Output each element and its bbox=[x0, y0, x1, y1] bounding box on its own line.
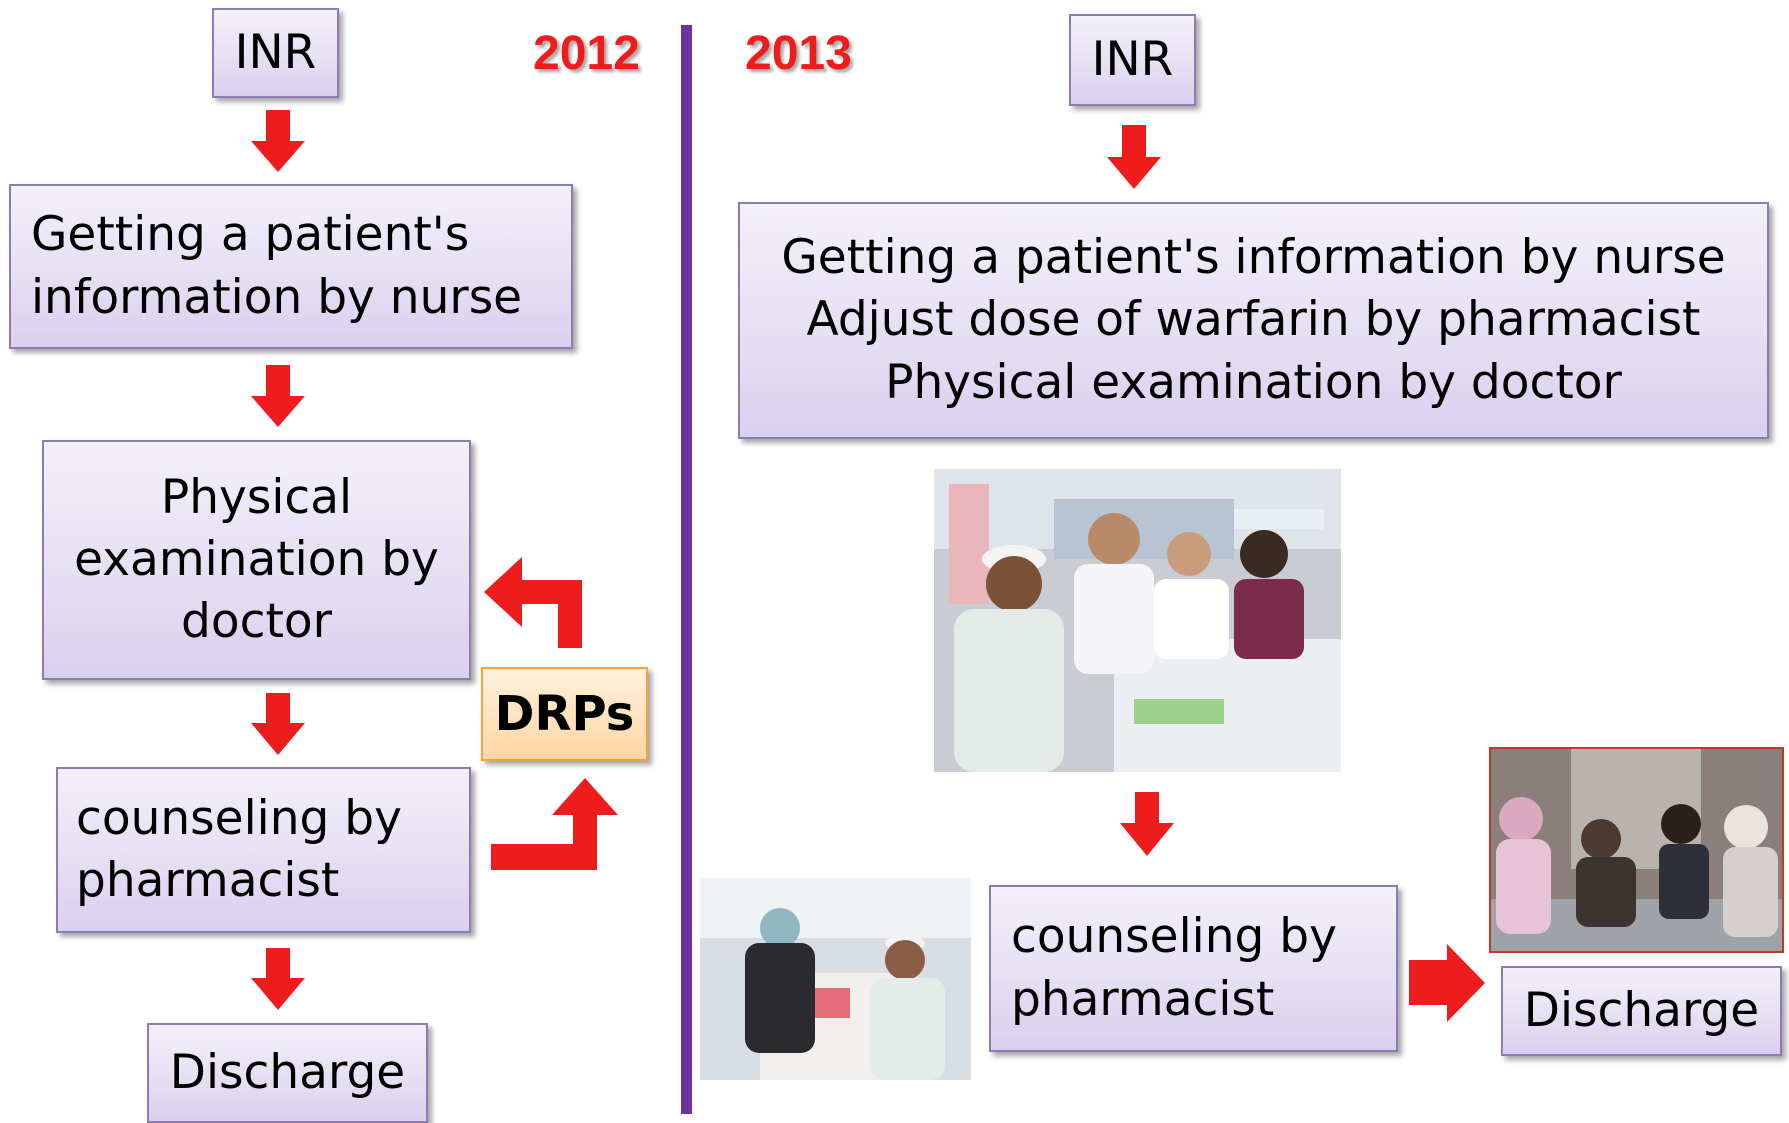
counseling-session-photo bbox=[700, 878, 971, 1080]
left-counseling-box: counseling by pharmacist bbox=[56, 767, 471, 933]
right-discharge-box: Discharge bbox=[1501, 966, 1782, 1056]
down-arrow-icon bbox=[251, 110, 305, 172]
year-2012-label: 2012 bbox=[533, 27, 640, 80]
down-arrow-icon bbox=[251, 693, 305, 755]
left-discharge-box: Discharge bbox=[147, 1023, 428, 1123]
down-arrow-icon bbox=[1107, 125, 1161, 189]
down-arrow-icon bbox=[251, 948, 305, 1010]
timeline-divider bbox=[681, 25, 692, 1114]
year-2013-label: 2013 bbox=[745, 27, 852, 80]
right-counseling-box: counseling by pharmacist bbox=[989, 885, 1398, 1052]
arrow-to-drps-icon bbox=[491, 778, 618, 870]
down-arrow-icon bbox=[251, 365, 305, 427]
right-inr-box: INR bbox=[1069, 14, 1196, 106]
left-inr-box: INR bbox=[212, 8, 339, 98]
team-consultation-photo bbox=[934, 469, 1341, 772]
left-getting-info-box: Getting a patient's information by nurse bbox=[9, 184, 573, 349]
right-arrow-icon bbox=[1409, 944, 1485, 1022]
right-combined-steps-box: Getting a patient's information by nurse… bbox=[738, 202, 1769, 439]
drps-box: DRPs bbox=[481, 667, 648, 761]
left-physical-exam-box: Physical examination by doctor bbox=[42, 440, 471, 680]
down-arrow-icon bbox=[1120, 792, 1174, 856]
home-visit-photo bbox=[1489, 747, 1784, 953]
feedback-arrow-to-exam-icon bbox=[484, 557, 582, 648]
